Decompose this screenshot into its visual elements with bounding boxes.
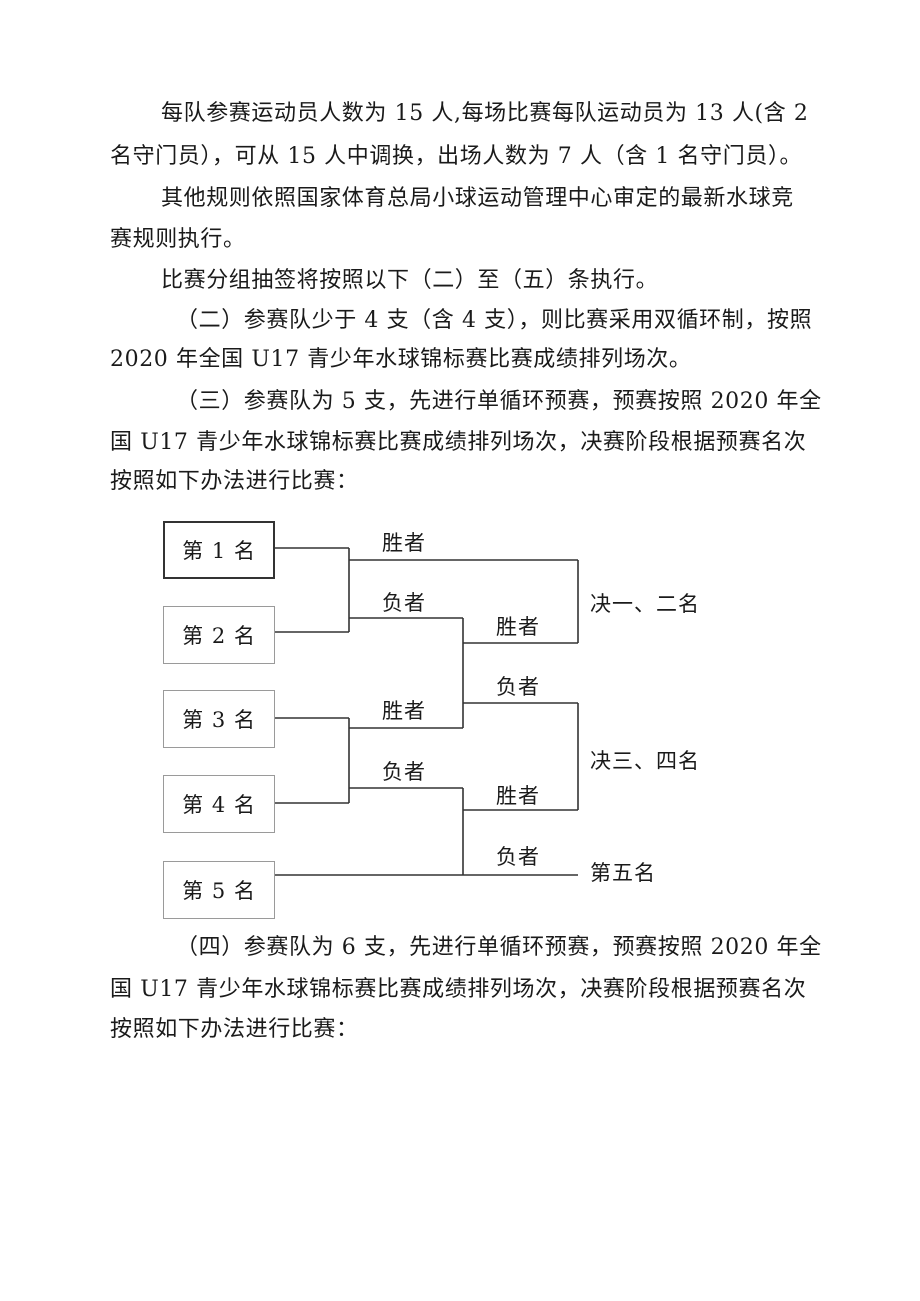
- rank-box-1: 第 1 名: [163, 521, 275, 579]
- para3-line1: 比赛分组抽签将按照以下（二）至（五）条执行。: [161, 268, 659, 293]
- para1-line2: 名守门员），可从 15 人中调换，出场人数为 7 人（含 1 名守门员）。: [110, 144, 803, 169]
- para6-line1: （四）参赛队为 6 支，先进行单循环预赛，预赛按照 2020 年全: [176, 935, 822, 960]
- para4-line1: （二）参赛队少于 4 支（含 4 支），则比赛采用双循环制，按照: [176, 308, 813, 333]
- para2-line2: 赛规则执行。: [110, 227, 246, 252]
- label-winner-m3: 胜者: [496, 784, 540, 808]
- label-winner-m1: 胜者: [382, 531, 426, 555]
- label-loser-semi: 负者: [496, 675, 540, 699]
- rank-box-3: 第 3 名: [163, 690, 275, 748]
- label-final-1-2: 决一、二名: [590, 592, 700, 616]
- para4-line2: 2020 年全国 U17 青少年水球锦标赛比赛成绩排列场次。: [110, 347, 692, 372]
- para6-line3: 按照如下办法进行比赛：: [110, 1017, 359, 1042]
- label-loser-m3: 负者: [496, 845, 540, 869]
- label-final-3-4: 决三、四名: [590, 749, 700, 773]
- para5-line2: 国 U17 青少年水球锦标赛比赛成绩排列场次，决赛阶段根据预赛名次: [110, 430, 807, 455]
- rank-box-5: 第 5 名: [163, 861, 275, 919]
- label-fifth-place: 第五名: [590, 861, 656, 885]
- para1-line1: 每队参赛运动员人数为 15 人,每场比赛每队运动员为 13 人(含 2: [161, 101, 809, 126]
- para5-line1: （三）参赛队为 5 支，先进行单循环预赛，预赛按照 2020 年全: [176, 389, 822, 414]
- rank-box-2: 第 2 名: [163, 606, 275, 664]
- label-winner-m2: 胜者: [382, 699, 426, 723]
- para6-line2: 国 U17 青少年水球锦标赛比赛成绩排列场次，决赛阶段根据预赛名次: [110, 977, 807, 1002]
- label-loser-m2: 负者: [382, 760, 426, 784]
- para5-line3: 按照如下办法进行比赛：: [110, 469, 359, 494]
- para2-line1: 其他规则依照国家体育总局小球运动管理中心审定的最新水球竞: [161, 186, 794, 211]
- label-loser-m1: 负者: [382, 591, 426, 615]
- label-winner-semi: 胜者: [496, 615, 540, 639]
- rank-box-4: 第 4 名: [163, 775, 275, 833]
